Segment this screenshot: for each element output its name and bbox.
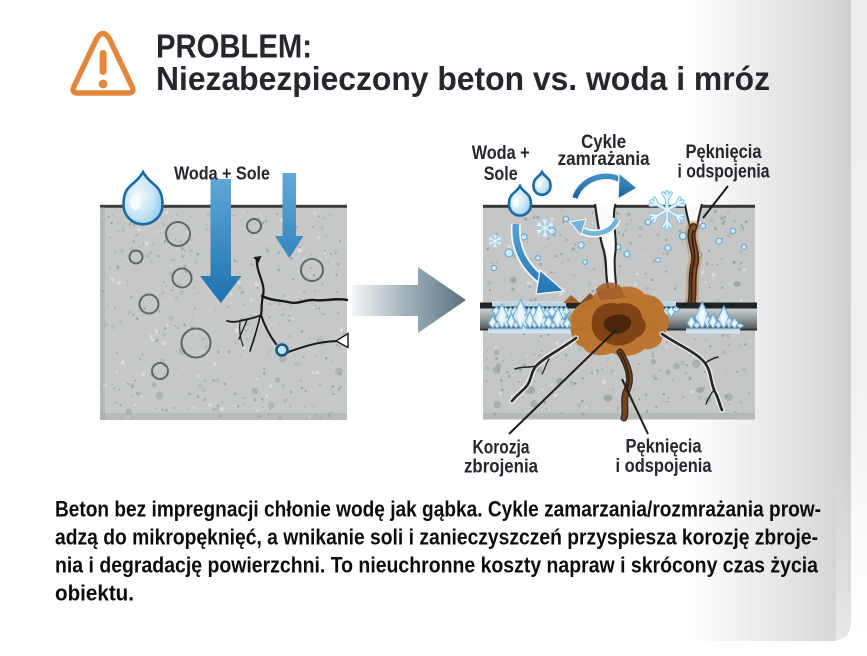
svg-text:Woda +: Woda + [472, 143, 530, 164]
svg-text:i odspojenia: i odspojenia [678, 161, 770, 182]
svg-text:zbrojenia: zbrojenia [464, 457, 538, 478]
svg-text:adzą do mikropęknięć, a wnikan: adzą do mikropęknięć, a wnikanie soli i … [55, 525, 818, 550]
svg-text:Pęknięcia: Pęknięcia [686, 142, 762, 163]
svg-text:Pęknięcia: Pęknięcia [626, 437, 702, 458]
svg-text:i odspojenia: i odspojenia [616, 456, 712, 477]
svg-text:Niezabezpieczony beton vs. wod: Niezabezpieczony beton vs. woda i mróz [156, 60, 770, 97]
svg-text:Korozja: Korozja [473, 437, 530, 458]
svg-text:Sole: Sole [484, 164, 518, 185]
svg-text:PROBLEM:: PROBLEM: [156, 28, 312, 65]
svg-text:Beton bez impregnacji chłonie: Beton bez impregnacji chłonie wodę jak g… [55, 497, 821, 522]
svg-text:nia i degradację powierzchni.: nia i degradację powierzchni. To nieuchr… [55, 553, 819, 578]
svg-text:zamrażania: zamrażania [558, 149, 650, 170]
svg-text:Woda + Sole: Woda + Sole [174, 163, 270, 183]
svg-text:obiektu.: obiektu. [55, 581, 134, 606]
